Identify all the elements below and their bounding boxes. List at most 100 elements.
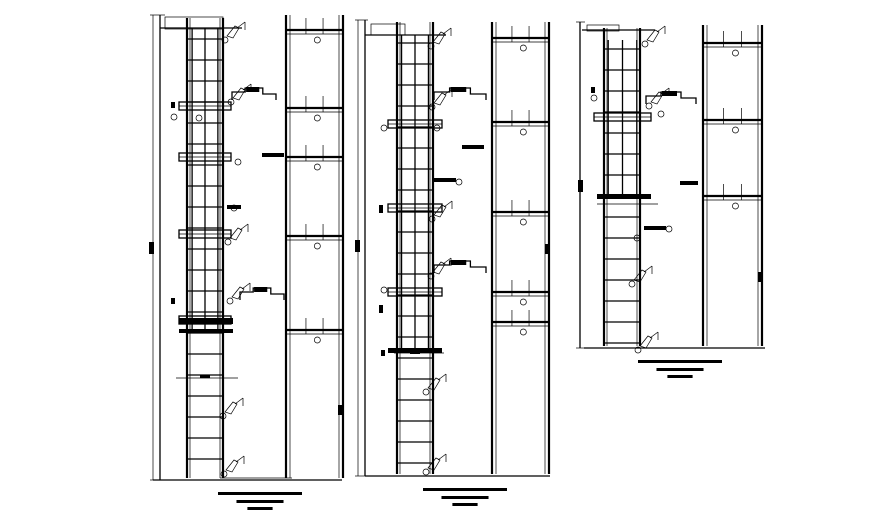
side-elevation: [490, 22, 551, 474]
leader-tag-circle: [645, 102, 653, 110]
leader-tag-body: [646, 29, 660, 43]
note-label: [171, 102, 175, 108]
leader-tag-circle: [634, 346, 642, 354]
leader-line: [239, 223, 249, 231]
leader-tag-circle: [220, 470, 228, 478]
leader-tag-body: [633, 269, 647, 283]
detail-circle: [633, 234, 641, 242]
leader-tag-body: [226, 25, 240, 39]
reference-label: [410, 351, 420, 354]
leader-tag-circle: [226, 297, 234, 305]
caption-bar: [441, 496, 489, 499]
detail-circle: [170, 113, 178, 121]
leader-line: [656, 25, 666, 33]
caption-bar: [247, 507, 273, 510]
drawing-caption: [218, 492, 302, 510]
side-detail-circle: [314, 114, 321, 122]
side-detail-circle: [732, 202, 739, 210]
leader-tag-circle: [221, 36, 229, 44]
ladder-elevation-view-1: [149, 14, 345, 510]
leader-tag-body: [427, 457, 441, 471]
caption-bar: [452, 503, 478, 506]
detail-circle: [665, 225, 673, 233]
drawing-caption: [423, 488, 507, 506]
leader-tag-body: [229, 227, 243, 241]
caption-bar: [656, 368, 704, 371]
leader-tag-circle: [628, 280, 636, 288]
top-rail-detail: [370, 23, 406, 36]
leader-tag-body: [225, 459, 239, 473]
note-label: [381, 350, 385, 356]
leader-tag-body: [231, 286, 245, 300]
note-label: [379, 305, 383, 313]
leader-line: [241, 282, 251, 290]
detail-circle: [455, 178, 463, 186]
detail-circle: [234, 158, 242, 166]
note-label: [462, 145, 484, 149]
detail-circle: [433, 124, 441, 132]
leader-tag-circle: [428, 215, 436, 223]
leader-tag-body: [427, 377, 441, 391]
support-bracket: [433, 260, 487, 273]
side-detail-circle: [314, 36, 321, 44]
leader-line: [234, 397, 244, 405]
bracket-tab: [450, 87, 467, 92]
leader-line: [443, 200, 453, 208]
leader-tag: [219, 397, 244, 420]
dimension-label: [149, 242, 154, 254]
leader-tag: [628, 265, 653, 288]
caption-bar: [638, 360, 722, 363]
leader-line: [235, 455, 245, 463]
caption-bar: [218, 492, 302, 495]
side-elevation: [284, 15, 345, 478]
platform-beam: [179, 318, 233, 324]
leader-line: [643, 265, 653, 273]
note-label: [262, 153, 284, 157]
leader-tag: [427, 257, 452, 280]
leader-tag: [427, 27, 452, 50]
detail-circle: [195, 114, 203, 122]
note-label: [379, 205, 383, 213]
leader-tag-body: [432, 31, 446, 45]
side-detail-circle: [314, 336, 321, 344]
top-rail-detail: [164, 16, 224, 30]
leader-tag: [422, 373, 447, 396]
leader-line: [437, 373, 447, 381]
leader-tag: [641, 25, 666, 48]
note-label: [680, 181, 698, 185]
side-detail-circle: [732, 126, 739, 134]
leader-tag-circle: [219, 412, 227, 420]
note-label: [171, 298, 175, 304]
safety-cage: [387, 35, 443, 350]
detail-circle: [590, 94, 598, 102]
dimension-label: [355, 240, 360, 252]
detail-circle: [380, 124, 388, 132]
dimension-label: [578, 180, 583, 192]
support-bracket: [239, 287, 285, 300]
bracket-tab: [254, 287, 268, 292]
leader-tag-body: [224, 401, 238, 415]
platform-beam: [597, 194, 651, 199]
bracket-tab: [246, 87, 260, 92]
detail-circle: [657, 110, 665, 118]
side-detail-circle: [519, 298, 527, 306]
leader-tag: [226, 282, 251, 305]
leader-tag-circle: [427, 42, 435, 50]
side-elevation: [701, 25, 764, 346]
leader-tag: [221, 21, 246, 44]
side-detail-circle: [519, 328, 527, 336]
note-label: [227, 205, 241, 209]
leader-tag-circle: [224, 238, 232, 246]
leader-tag-circle: [227, 98, 235, 106]
reference-label: [200, 375, 210, 378]
side-detail-circle: [314, 242, 321, 250]
platform-beam: [179, 329, 233, 333]
note-label: [758, 272, 762, 282]
note-label: [644, 226, 666, 230]
leader-tag: [220, 455, 245, 478]
leader-tag: [422, 453, 447, 476]
bracket-tab: [450, 260, 467, 265]
leader-tag-body: [433, 92, 447, 106]
leader-line: [236, 21, 246, 29]
